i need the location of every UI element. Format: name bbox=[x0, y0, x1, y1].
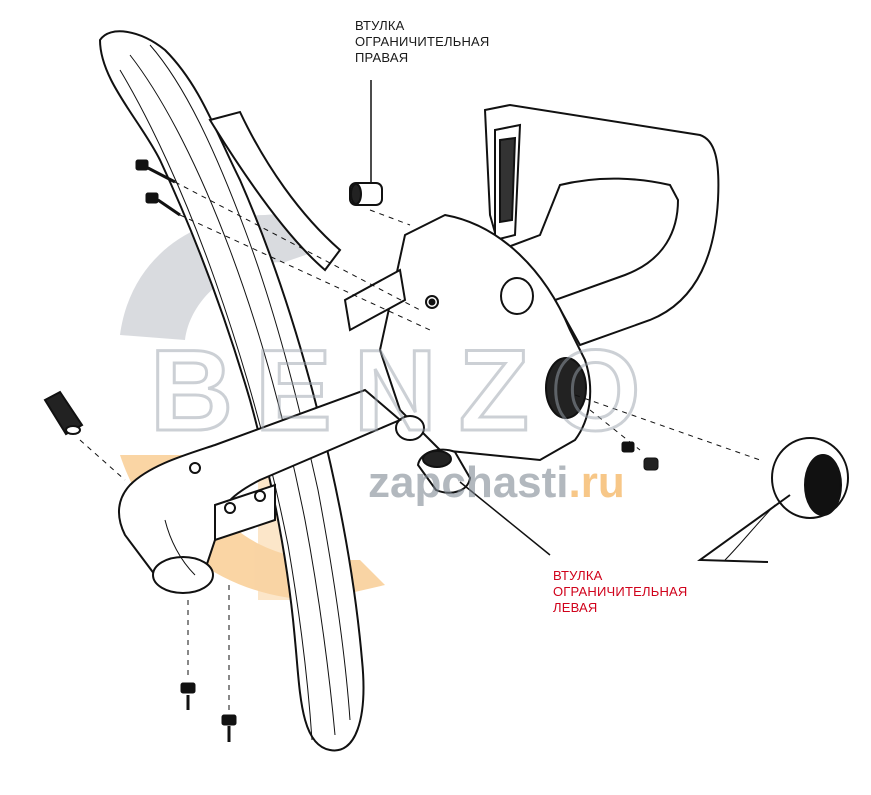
watermark-site-tld: .ru bbox=[569, 458, 625, 507]
watermark-site: zapchasti.ru bbox=[368, 458, 625, 507]
handle-grip-sleeve bbox=[208, 110, 342, 272]
label-left-line-2: ОГРАНИЧИТЕЛЬНАЯ bbox=[553, 584, 688, 599]
fuel-cap bbox=[697, 437, 849, 563]
label-left-line-1: ВТУЛКА bbox=[553, 568, 603, 583]
engine-housing bbox=[343, 213, 592, 462]
screw-top-1 bbox=[135, 159, 176, 184]
label-right-line-2: ОГРАНИЧИТЕЛЬНАЯ bbox=[355, 34, 490, 49]
label-right-line-3: ПРАВАЯ bbox=[355, 50, 409, 65]
assembly-lines bbox=[79, 181, 761, 712]
label-right-limiting-bushing: ВТУЛКА ОГРАНИЧИТЕЛЬНАЯ ПРАВАЯ bbox=[355, 18, 490, 66]
leader-line-left-bushing bbox=[459, 481, 551, 556]
label-left-limiting-bushing: ВТУЛКА ОГРАНИЧИТЕЛЬНАЯ ЛЕВАЯ bbox=[553, 568, 688, 616]
right-limiting-bushing bbox=[349, 182, 383, 206]
screw-top-2 bbox=[145, 192, 181, 217]
screw-bottom-2 bbox=[221, 714, 237, 742]
screw-housing bbox=[621, 441, 659, 471]
rubber-grommet bbox=[43, 390, 84, 436]
watermark-brand: BENZO bbox=[149, 326, 663, 457]
front-handle bbox=[98, 30, 365, 752]
watermark-site-text: zapchasti.ru bbox=[368, 458, 625, 507]
rear-handle bbox=[483, 103, 720, 347]
screw-bottom-1 bbox=[180, 682, 196, 710]
watermark-site-main: zapchasti bbox=[368, 458, 569, 507]
label-right-line-1: ВТУЛКА bbox=[355, 18, 405, 33]
left-limiting-bushing bbox=[416, 448, 472, 494]
lower-bracket bbox=[118, 388, 402, 594]
label-left-line-3: ЛЕВАЯ bbox=[553, 600, 598, 615]
watermark-brand-text: BENZO bbox=[150, 327, 663, 455]
